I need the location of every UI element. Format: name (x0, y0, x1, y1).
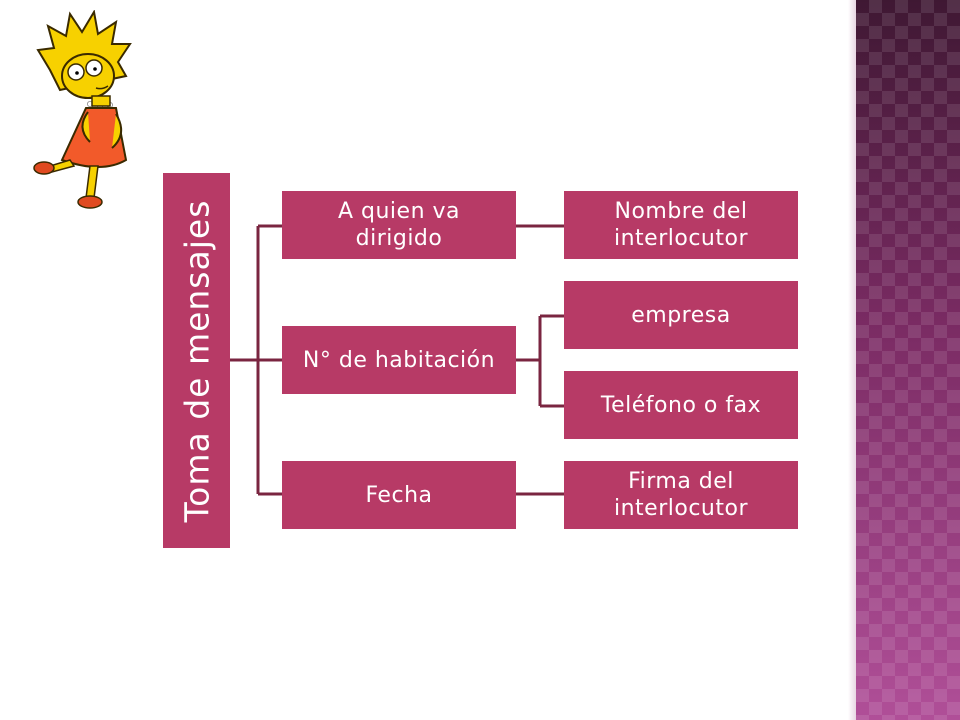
child-node-phone-fax: Teléfono o fax (564, 371, 798, 439)
connector-root-branches (230, 224, 282, 496)
cartoon-girl-illustration (33, 10, 132, 209)
diagram-connectors (230, 224, 564, 496)
root-node: Toma de mensajes (163, 173, 230, 548)
child-node-interlocutor-name: Nombre del interlocutor (564, 191, 798, 259)
root-node-label: Toma de mensajes (177, 199, 216, 522)
connector-branch2-children (516, 314, 564, 408)
branch-node-date: Fecha (282, 461, 516, 529)
child-node-interlocutor-signature: Firma del interlocutor (564, 461, 798, 529)
child-node-company: empresa (564, 281, 798, 349)
decorative-side-band (856, 0, 960, 720)
branch-node-room-number: N° de habitación (282, 326, 516, 394)
branch-node-recipient: A quien va dirigido (282, 191, 516, 259)
side-band-edge (848, 0, 856, 720)
